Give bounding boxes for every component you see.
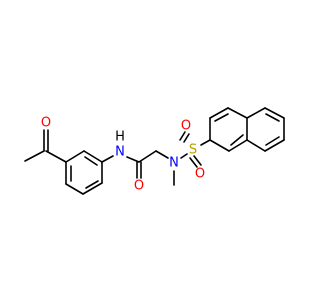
sulfonamide-nitrogen-label: N <box>169 156 179 171</box>
amide-hydrogen-label: H <box>115 130 125 145</box>
atom-label-layer: O H N O N S O O <box>41 116 205 194</box>
amide-nitrogen-label: N <box>115 145 125 160</box>
bond-layer <box>24 107 285 195</box>
amide-oxygen-label: O <box>134 179 144 194</box>
sulfur-label: S <box>189 143 197 158</box>
sulfonyl-oxygen-top-label: O <box>181 119 191 134</box>
molecule-structure: O H N O N S O O <box>24 107 285 195</box>
acetyl-oxygen-label: O <box>41 116 51 131</box>
sulfonyl-oxygen-bottom-label: O <box>195 167 205 182</box>
